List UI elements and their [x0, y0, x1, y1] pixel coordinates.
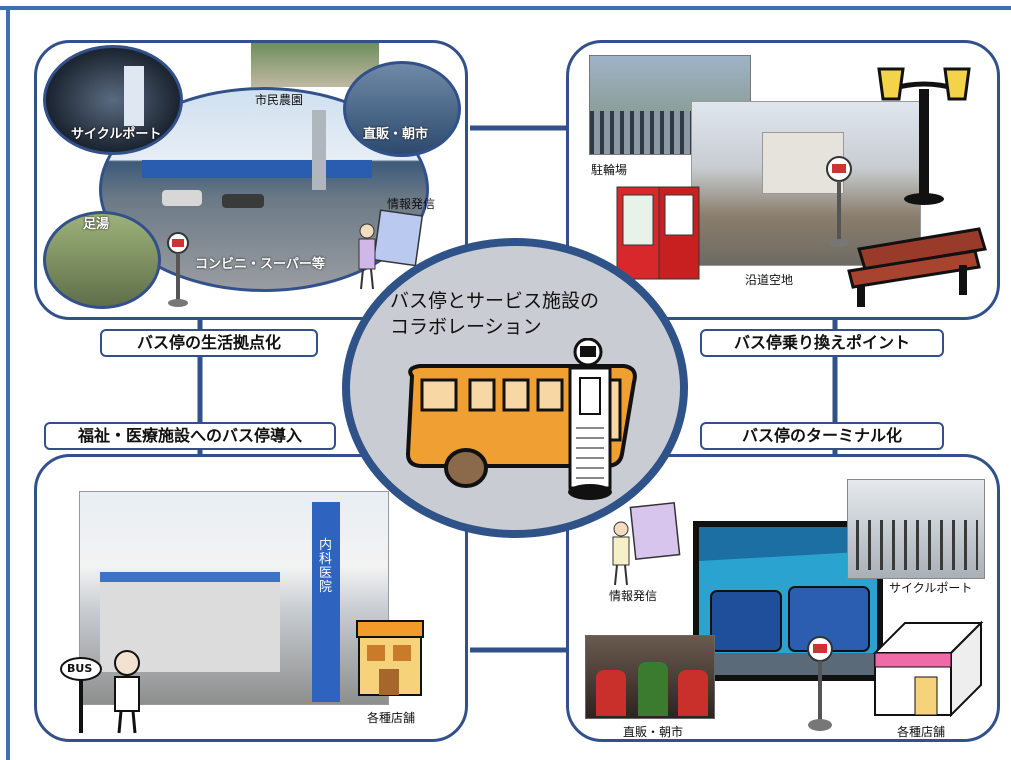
info-caption: 情報発信 [609, 589, 658, 603]
info-board-illustration [358, 209, 424, 290]
frame-top-border [0, 6, 1011, 10]
convenience-caption: コンビニ・スーパー等 [195, 257, 325, 272]
direct-sales-caption: 直販・朝市 [623, 725, 684, 739]
panel-bottom-left: 内科医院 BUS 各種店舗 [34, 454, 468, 742]
shops-caption: 各種店舗 [367, 711, 416, 725]
center-title-line1: バス停とサービス施設の [390, 290, 600, 312]
center-title: バス停とサービス施設の コラボレーション [390, 288, 599, 340]
panel-top-right: 駐輪場 沿道空地 [566, 40, 1000, 320]
person-waiting-illustration [60, 650, 140, 734]
citizen-farm-caption: 市民農園 [255, 93, 304, 107]
direct-sales-photo [585, 635, 715, 719]
cycle-port-caption: サイクルポート [889, 581, 973, 595]
footbath-photo [43, 211, 161, 309]
frame-left-border [6, 6, 10, 760]
roadside-lot-caption: 沿道空地 [745, 273, 794, 287]
center-circle: バス停とサービス施設の コラボレーション [342, 238, 688, 538]
bus-sign-text: BUS [67, 662, 93, 675]
shop-illustration [872, 620, 984, 718]
info-caption: 情報発信 [387, 197, 436, 211]
bus-stop-sign-icon [167, 232, 189, 307]
cycle-port-caption: サイクルポート [71, 127, 162, 142]
shops-caption: 各種店舗 [897, 725, 946, 739]
clinic-sign-text: 内科医院 [319, 538, 333, 595]
center-title-line2: コラボレーション [390, 316, 542, 338]
label-top-left: バス停の生活拠点化 [100, 329, 318, 357]
direct-sales-caption: 直販・朝市 [363, 127, 429, 142]
panel-top-left: サイクルポート 市民農園 直販・朝市 足湯 情報発信 コンビニ・スーパー等 [34, 40, 468, 320]
label-bottom-left: 福祉・医療施設へのバス停導入 [44, 422, 336, 450]
direct-sales-photo [343, 61, 461, 157]
bus-stop-sign-icon [807, 636, 833, 731]
bench-illustration [847, 227, 987, 307]
cycle-port-photo [43, 45, 183, 155]
panel-bottom-right: 情報発信 サイクルポート 直販・朝市 各種店舗 [566, 454, 1000, 742]
bus-and-stop-illustration [405, 338, 637, 500]
cycle-port-photo [847, 479, 985, 579]
footbath-caption: 足湯 [83, 217, 110, 232]
street-lamp-illustration [877, 67, 971, 205]
label-top-right: バス停乗り換えポイント [700, 329, 944, 357]
bicycle-parking-caption: 駐輪場 [591, 163, 628, 177]
shop-illustration [356, 620, 424, 696]
vending-machine-illustration [616, 186, 700, 280]
label-bottom-right: バス停のターミナル化 [700, 422, 944, 450]
bus-stop-sign-icon [826, 156, 852, 247]
info-board-illustration [612, 502, 681, 586]
